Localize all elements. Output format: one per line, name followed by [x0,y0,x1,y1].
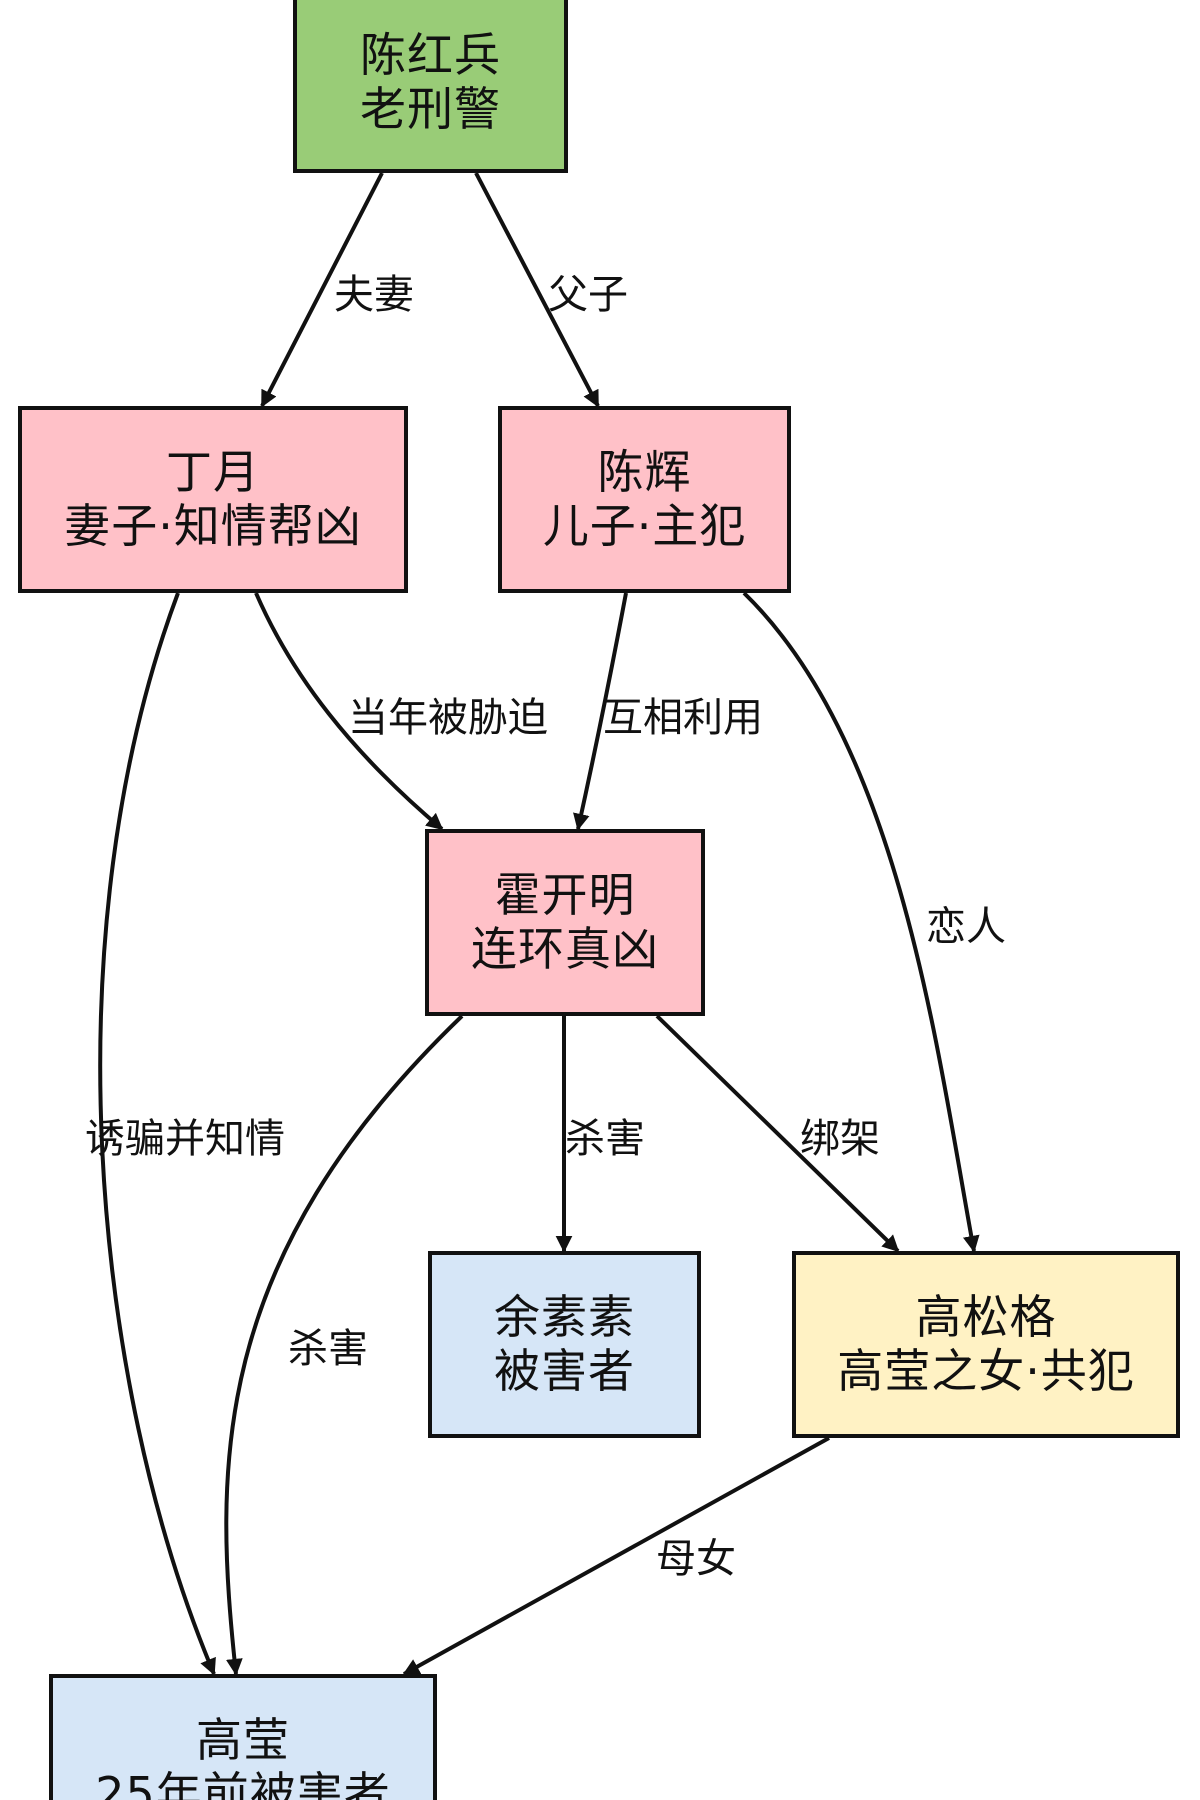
edge-label-fuqi: 夫妻 [334,272,414,318]
edge-chenhui-huokaiming [573,592,628,831]
edge-dingyue-huokaiming [254,592,444,831]
edge-gaosongge-gaoying [402,1436,830,1676]
node-yu-susu: 余素素 被害者 [428,1251,701,1438]
node-name: 陈红兵 [360,28,501,83]
node-role: 妻子·知情帮凶 [64,498,362,553]
edge-huokaiming-gaosongge [655,1014,900,1253]
edge-label-lured-knowing: 诱骗并知情 [85,1116,285,1162]
node-role: 老刑警 [360,81,501,136]
edge-label-mother-daughter: 母女 [656,1536,736,1582]
edge-label-coerced: 当年被胁迫 [348,695,548,741]
node-name: 丁月 [166,445,260,500]
node-role: 儿子·主犯 [542,498,747,553]
edge-label-killed-yususu: 杀害 [565,1116,645,1162]
node-huo-kaiming: 霍开明 连环真凶 [425,829,705,1016]
edge-chenhongbing-dingyue [260,172,384,408]
node-name: 陈辉 [597,445,692,500]
edge-label-fuzi: 父子 [548,272,628,318]
node-role: 连环真凶 [471,921,659,976]
edge-label-killed-gaoying: 杀害 [288,1326,368,1372]
node-name: 高莹 [196,1713,290,1768]
edge-label-mutual-use: 互相利用 [603,695,763,741]
node-gao-songge: 高松格 高莹之女·共犯 [792,1251,1180,1438]
edge-dingyue-gaoying [98,592,216,1676]
node-chen-hongbing: 陈红兵 老刑警 [293,0,568,173]
node-name: 高松格 [915,1290,1057,1345]
node-name: 余素素 [494,1290,635,1345]
edge-huokaiming-gaoying [224,1014,464,1676]
edge-chenhongbing-chenhui [474,172,600,408]
node-role: 25年前被害者 [95,1766,391,1800]
edge-chenhui-gaosongge [742,591,980,1253]
node-name: 霍开明 [494,868,636,923]
edge-label-kidnapped: 绑架 [800,1116,880,1162]
node-chen-hui: 陈辉 儿子·主犯 [498,406,791,593]
node-role: 被害者 [494,1343,635,1398]
node-gao-ying: 高莹 25年前被害者 [49,1674,437,1800]
node-ding-yue: 丁月 妻子·知情帮凶 [18,406,408,593]
edge-label-lovers: 恋人 [926,904,1006,950]
node-role: 高莹之女·共犯 [837,1343,1135,1398]
